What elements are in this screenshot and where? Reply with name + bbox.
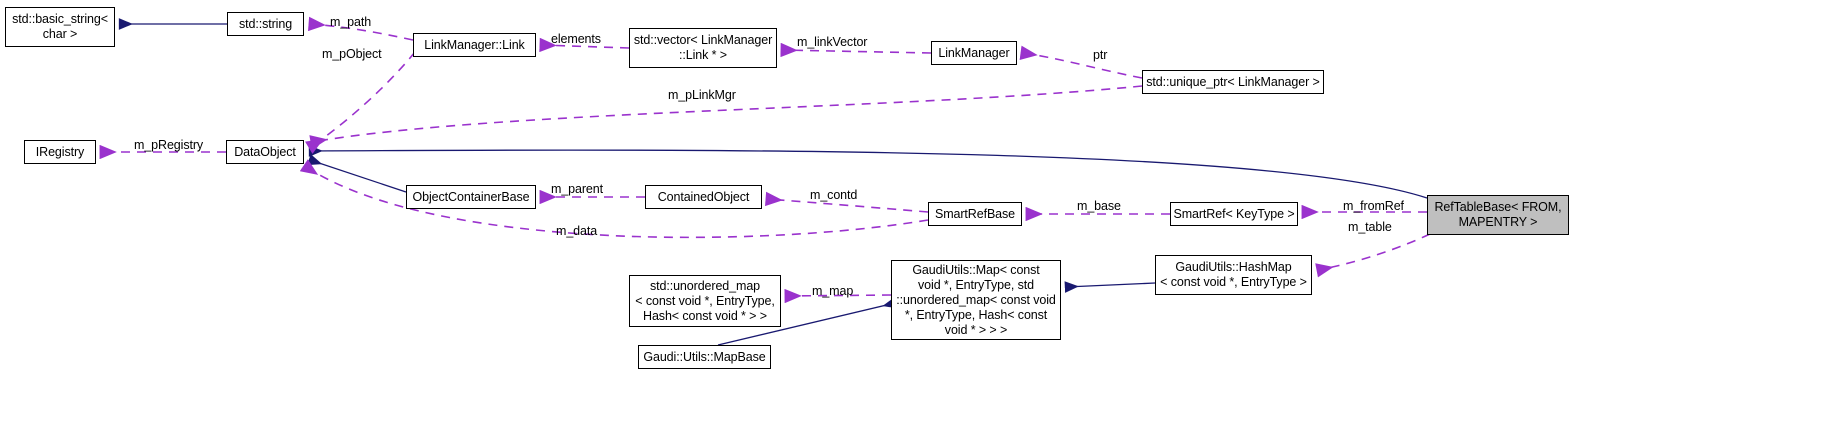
edge-lm_link-data_object	[305, 51, 416, 154]
edge-label-m_data: m_data	[556, 224, 598, 238]
edge-unique_ptr-link_manager	[1019, 45, 1143, 79]
class-node-gaudi_map[interactable]: GaudiUtils::Map< const void *, EntryType…	[891, 260, 1061, 340]
class-node-smartref_key[interactable]: SmartRef< KeyType >	[1170, 202, 1298, 226]
class-node-data_object[interactable]: DataObject	[226, 140, 304, 164]
edge-label-m_pLinkMgr: m_pLinkMgr	[668, 88, 736, 102]
edge-label-m_fromRef: m_fromRef	[1343, 199, 1404, 213]
class-node-mapbase[interactable]: Gaudi::Utils::MapBase	[638, 345, 771, 369]
class-node-iregistry[interactable]: IRegistry	[24, 140, 96, 164]
edge-label-m_pObject: m_pObject	[322, 47, 382, 61]
edge-label-m_table: m_table	[1348, 220, 1392, 234]
edge-label-m_parent: m_parent	[551, 182, 604, 196]
class-node-link_manager[interactable]: LinkManager	[931, 41, 1017, 65]
class-node-unique_ptr[interactable]: std::unique_ptr< LinkManager >	[1142, 70, 1324, 94]
class-node-obj_cont_base[interactable]: ObjectContainerBase	[406, 185, 536, 209]
edge-label-m_linkVector: m_linkVector	[797, 35, 868, 49]
edge-reftablebase-hashmap	[1315, 233, 1431, 278]
edge-label-m_base: m_base	[1077, 199, 1121, 213]
class-node-reftablebase[interactable]: RefTableBase< FROM, MAPENTRY >	[1427, 195, 1569, 235]
class-node-basic_string[interactable]: std::basic_string< char >	[5, 7, 115, 47]
edge-hashmap-gaudi_map	[1064, 281, 1156, 293]
edge-label-m_pRegistry: m_pRegistry	[134, 138, 204, 152]
class-node-unordered_map[interactable]: std::unordered_map < const void *, Entry…	[629, 275, 781, 327]
class-node-contained_obj[interactable]: ContainedObject	[645, 185, 762, 209]
edge-label-m_map: m_map	[812, 284, 854, 298]
class-node-std_string[interactable]: std::string	[227, 12, 304, 36]
edge-label-ptr: ptr	[1093, 48, 1108, 62]
edge-link_manager-vector_link	[780, 42, 932, 58]
edge-label-m_path: m_path	[330, 15, 372, 29]
class-node-vector_link[interactable]: std::vector< LinkManager ::Link * >	[629, 28, 777, 68]
class-node-smartrefbase[interactable]: SmartRefBase	[928, 202, 1022, 226]
edge-obj_cont_base-data_object	[307, 154, 407, 193]
edge-label-elements: elements	[551, 32, 601, 46]
edge-label-m_contd: m_contd	[810, 188, 858, 202]
class-node-lm_link[interactable]: LinkManager::Link	[413, 33, 536, 57]
class-node-hashmap[interactable]: GaudiUtils::HashMap < const void *, Entr…	[1155, 255, 1312, 295]
